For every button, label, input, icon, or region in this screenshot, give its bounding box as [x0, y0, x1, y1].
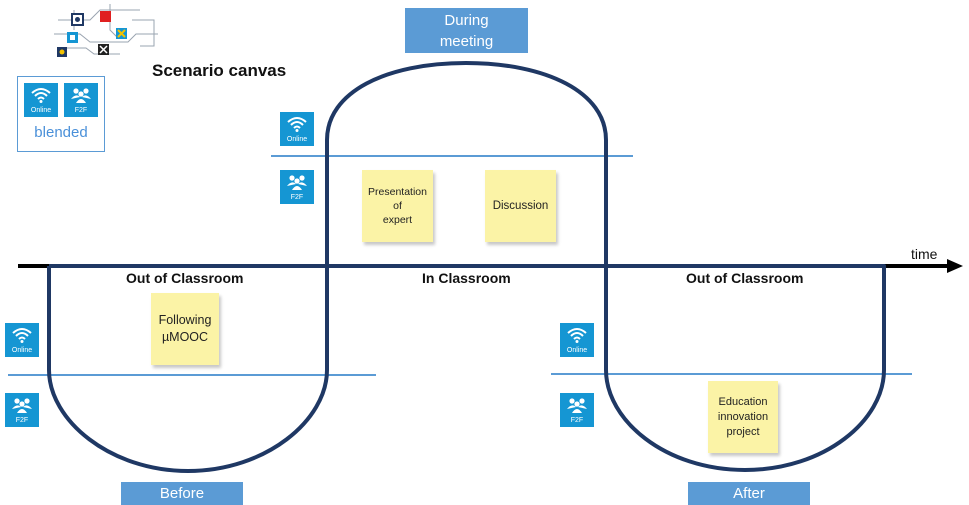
sticky-following-umooc[interactable]: Following µMOOC [151, 293, 219, 365]
f2f-tile: F2F [64, 83, 98, 117]
zone-label-right: Out of Classroom [686, 270, 804, 286]
f2f-tile-center: F2F [280, 170, 314, 204]
sticky-discussion[interactable]: Discussion [485, 170, 556, 242]
f2f-label: F2F [570, 417, 584, 424]
phase-during-meeting: During meeting [405, 8, 528, 53]
people-icon [71, 88, 91, 103]
wifi-icon [31, 88, 51, 103]
wifi-icon [567, 328, 587, 343]
phase-before: Before [121, 482, 243, 505]
f2f-tile-left: F2F [5, 393, 39, 427]
scenario-track [47, 61, 886, 473]
time-axis-label: time [911, 246, 938, 262]
blended-legend: Online F2F blended [17, 76, 105, 152]
sticky-presentation-of-expert[interactable]: Presentation of expert [362, 170, 433, 242]
page-title: Scenario canvas [152, 61, 287, 80]
f2f-tile-right: F2F [560, 393, 594, 427]
wifi-icon [12, 328, 32, 343]
f2f-label: F2F [290, 194, 304, 201]
f2f-label: F2F [15, 417, 29, 424]
online-tile-left: Online [5, 323, 39, 357]
phase-after: After [688, 482, 810, 505]
people-icon [287, 175, 307, 190]
time-axis-arrowhead [947, 259, 963, 273]
online-tile-center: Online [280, 112, 314, 146]
sticky-education-innovation-project[interactable]: Education innovation project [708, 381, 778, 453]
wifi-icon [287, 117, 307, 132]
online-label: Online [566, 347, 588, 354]
zone-label-left: Out of Classroom [126, 270, 244, 286]
blended-label: blended [34, 124, 88, 141]
people-icon [12, 398, 32, 413]
online-tile: Online [24, 83, 58, 117]
online-tile-right: Online [560, 323, 594, 357]
f2f-label: F2F [74, 107, 88, 114]
zone-label-center: In Classroom [422, 270, 511, 286]
people-icon [567, 398, 587, 413]
online-label: Online [11, 347, 33, 354]
online-label: Online [286, 136, 308, 143]
circuit-logo-icon [54, 4, 158, 57]
online-label: Online [30, 107, 52, 114]
